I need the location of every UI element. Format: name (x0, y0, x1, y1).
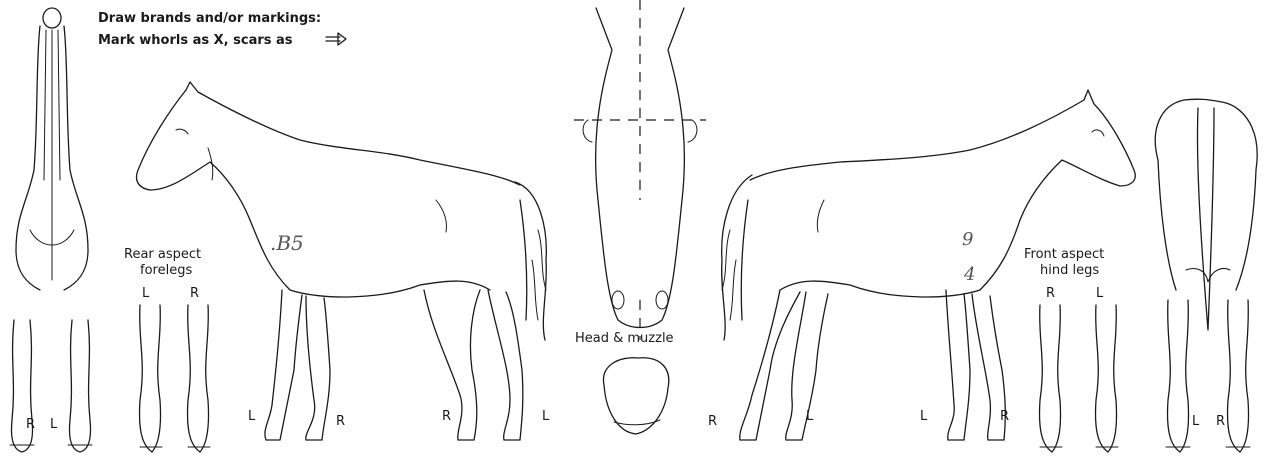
left-horse-hind-r: R (442, 409, 451, 424)
rear-aspect-title-1: Rear aspect (124, 247, 201, 262)
rear-aspect-forelegs (140, 305, 211, 452)
right-horse-front-l: L (920, 409, 928, 424)
left-horse-hind-l: L (542, 409, 550, 424)
head-muzzle-label: Head & muzzle (575, 331, 674, 346)
right-horse-hind-l: L (806, 409, 814, 424)
rear-view-label-l: L (1192, 414, 1200, 429)
left-horse-front-l: L (248, 409, 256, 424)
rear-aspect-label-r: R (190, 286, 199, 301)
instructions-line-1: Draw brands and/or markings: (98, 11, 321, 26)
front-aspect-label-l: L (1096, 286, 1104, 301)
instructions-line-2: Mark whorls as X, scars as (98, 33, 293, 48)
right-horse-front-r: R (1000, 409, 1009, 424)
scar-arrow-icon (326, 33, 346, 45)
front-aspect-title-2: hind legs (1040, 263, 1099, 278)
rear-aspect-label-l: L (142, 286, 150, 301)
head-front-view (574, 0, 706, 340)
right-horse-hind-r: R (708, 414, 717, 429)
rear-aspect-title-2: forelegs (140, 263, 192, 278)
front-aspect-label-r: R (1046, 286, 1055, 301)
front-aspect-title-1: Front aspect (1024, 247, 1104, 262)
left-horse-handwritten-mark: .B5 (270, 231, 304, 255)
right-horse-handwritten-mark-2: 4 (963, 264, 975, 285)
top-view-label-r: R (26, 417, 35, 432)
rear-view-label-r: R (1216, 414, 1225, 429)
front-aspect-hind-legs (1040, 305, 1119, 452)
left-horse-front-r: R (336, 414, 345, 429)
muzzle-view (603, 358, 668, 434)
top-view-horse (10, 8, 92, 452)
top-view-label-l: L (50, 417, 58, 432)
right-horse-handwritten-mark-1: 9 (962, 229, 973, 250)
rear-view-horse (1155, 99, 1257, 452)
